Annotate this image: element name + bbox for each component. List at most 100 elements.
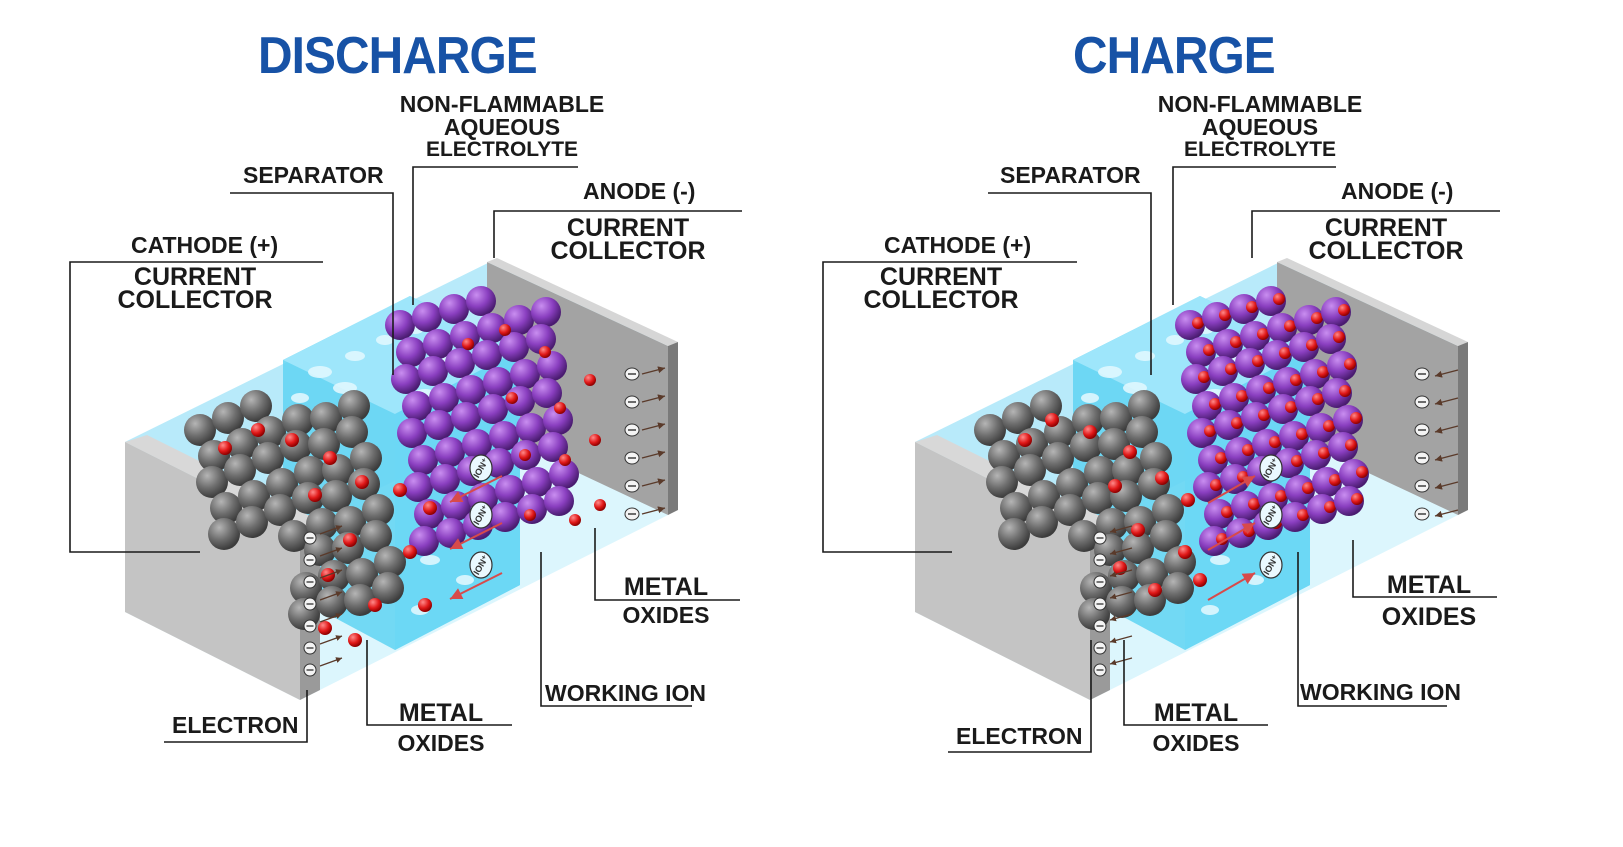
- ion-arrow: [449, 475, 503, 503]
- cathode-particle: [1042, 442, 1074, 474]
- discharge-panel: ION⁺ION⁺ION⁺ DISCHARGE NON-FLAMMABLE AQU…: [69, 27, 742, 756]
- anode-collector-edge: [1458, 342, 1468, 515]
- cathode-particle: [316, 586, 348, 618]
- cathode-particle: [336, 416, 368, 448]
- ion-badge: [1259, 501, 1283, 529]
- cathode-ion: [1113, 561, 1127, 575]
- cathode-ion: [1178, 545, 1192, 559]
- cathode-label: CATHODE (+): [131, 232, 279, 258]
- cathode-collector-label-line2: COLLECTOR: [117, 286, 273, 314]
- cathode-particle: [360, 520, 392, 552]
- cathode-particle: [974, 414, 1006, 446]
- charge-title: CHARGE: [1073, 27, 1276, 85]
- anode-particle: [499, 332, 529, 362]
- electrolyte-label-line2: AQUEOUS: [1201, 114, 1319, 140]
- stored-ion: [589, 434, 601, 446]
- anode-particle: [424, 410, 454, 440]
- cathode-particle: [278, 520, 310, 552]
- cathode-ion: [1148, 583, 1162, 597]
- stored-ion: [1248, 498, 1260, 510]
- anode-particle: [495, 475, 525, 505]
- stored-ion: [1291, 455, 1303, 467]
- anode-collector-edge: [668, 342, 678, 515]
- cathode-particle: [374, 546, 406, 578]
- stored-ion: [1257, 328, 1269, 340]
- stored-ion: [1246, 301, 1258, 313]
- cathode-particle: [306, 508, 338, 540]
- stored-ion: [1329, 474, 1341, 486]
- anode-particle: [510, 359, 540, 389]
- cathode-ion: [423, 501, 437, 515]
- cathode-particle: [254, 416, 286, 448]
- electron-arrow: [1109, 613, 1133, 622]
- cathode-particle: [320, 480, 352, 512]
- anode-collector-top: [1277, 258, 1468, 346]
- electron-arrow: [641, 394, 666, 403]
- cathode-collector-face: [125, 442, 300, 700]
- leader-line: [412, 166, 578, 305]
- cathode-particle: [240, 390, 272, 422]
- charge-panel: ION⁺ION⁺ION⁺ CHARGE NON-FLAMMABLE AQUEOU…: [790, 0, 1602, 847]
- stored-ion: [1297, 509, 1309, 521]
- stored-ion: [1324, 501, 1336, 513]
- stored-ion: [499, 324, 511, 336]
- cathode-particle: [986, 466, 1018, 498]
- cathode-particle: [1028, 480, 1060, 512]
- anode-particle: [403, 472, 433, 502]
- stored-ion: [1263, 382, 1275, 394]
- cathode-label: CATHODE (+): [884, 232, 1032, 258]
- anode-label: ANODE (-): [583, 178, 696, 204]
- separator-pore: [1098, 366, 1122, 378]
- metal-oxides-right-line2: OXIDES: [622, 602, 710, 628]
- cathode-particle: [1070, 430, 1102, 462]
- cathode-particle: [338, 390, 370, 422]
- cathode-particle: [1162, 572, 1194, 604]
- electron-arrow: [1109, 657, 1133, 666]
- separator-pore: [456, 575, 474, 585]
- separator-label: SEPARATOR: [1000, 162, 1141, 188]
- anode-particle: [522, 467, 552, 497]
- separator-pore: [291, 393, 309, 403]
- cathode-particle: [184, 414, 216, 446]
- stored-ion: [1312, 393, 1324, 405]
- stored-ion: [1323, 420, 1335, 432]
- separator-pore: [345, 351, 365, 361]
- leader-line: [594, 528, 740, 601]
- anode-collector-label-line2: COLLECTOR: [550, 237, 706, 265]
- metal-oxides-left-line2: OXIDES: [397, 730, 485, 756]
- separator-pore: [1081, 393, 1099, 403]
- stored-ion: [594, 499, 606, 511]
- leader-line: [164, 690, 308, 743]
- cathode-particle: [372, 572, 404, 604]
- anode-particle: [429, 383, 459, 413]
- ion-badge: [469, 501, 493, 529]
- anode-particle: [408, 445, 438, 475]
- stored-ion: [1344, 358, 1356, 370]
- anode-particle: [516, 413, 546, 443]
- leader-line: [1352, 540, 1497, 598]
- anode-particle: [435, 437, 465, 467]
- leader-line: [69, 261, 323, 553]
- cathode-particle: [1000, 492, 1032, 524]
- leader-line: [822, 261, 1077, 553]
- electron-label: ELECTRON: [172, 712, 299, 738]
- cathode-particle: [196, 466, 228, 498]
- anode-particle: [472, 340, 502, 370]
- stored-ion: [1192, 317, 1204, 329]
- working-ion-label: WORKING ION: [1300, 679, 1461, 705]
- stored-ion: [1333, 331, 1345, 343]
- cathode-particle: [344, 584, 376, 616]
- cathode-ion: [318, 621, 332, 635]
- cathode-particle: [238, 480, 270, 512]
- cathode-ion: [218, 441, 232, 455]
- cathode-collector-face: [915, 442, 1090, 700]
- stored-ion: [1338, 304, 1350, 316]
- anode-particle: [544, 486, 574, 516]
- separator-pore: [1210, 555, 1230, 565]
- ion-arrow: [1207, 475, 1256, 504]
- cathode-ion: [348, 633, 362, 647]
- electron-arrow: [1434, 397, 1459, 406]
- cathode-ion: [368, 598, 382, 612]
- cathode-particle: [236, 506, 268, 538]
- discharge-battery-illustration: ION⁺ION⁺ION⁺: [69, 166, 742, 743]
